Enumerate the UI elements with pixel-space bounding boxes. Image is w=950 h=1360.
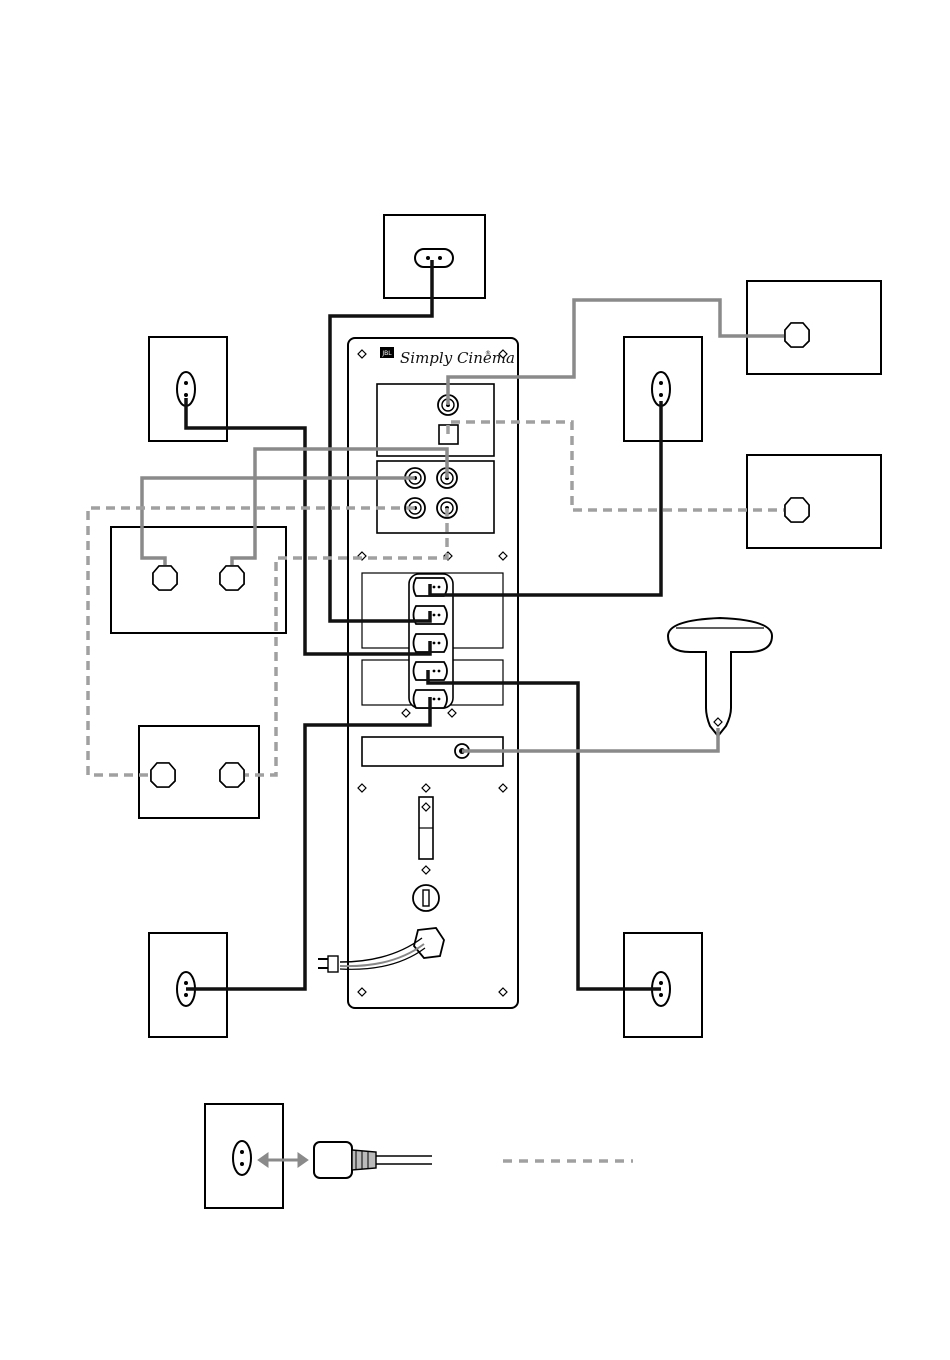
audio-source-box-1 [111,527,286,633]
digital-source-box [747,455,881,548]
audio-input-section [377,461,494,533]
rear-left-speaker-box [149,933,227,1037]
jbl-logo: JBL [380,347,394,358]
front-right-speaker-jack [652,372,670,406]
legend-wall-jack-box [205,1104,283,1208]
terminal-rear-right [414,662,448,680]
fuse-holder [413,885,439,911]
svg-text:JBL: JBL [381,350,392,357]
power-plug [328,956,338,972]
center-speaker-jack [415,249,453,267]
rear-right-speaker-box [624,933,702,1037]
subwoofer-rear-panel: JBL Simply Cinema ® [348,338,518,1008]
front-left-speaker-box [149,337,227,441]
front-right-speaker-box [624,337,702,441]
remote-control [668,618,772,736]
brand-mark: ® [485,350,491,357]
center-speaker-box [384,215,485,298]
video-input-section [377,384,494,456]
legend [205,1104,633,1208]
legend-plug [314,1142,432,1178]
brand-name: Simply Cinema [400,349,515,367]
tv-video-box [747,281,881,374]
